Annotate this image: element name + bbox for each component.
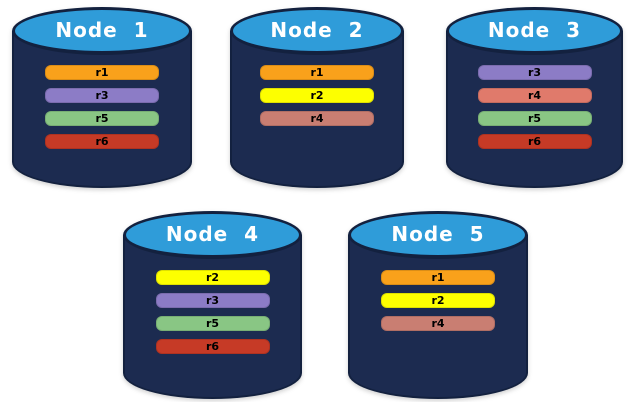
cylinder-body: [12, 31, 192, 188]
cylinder-top: Node 3: [446, 7, 623, 55]
replica-list: r1 r2 r4: [381, 270, 495, 331]
replica-bar-r6: r6: [45, 134, 159, 149]
replica-bar-r2: r2: [381, 293, 495, 308]
replica-bar-r3: r3: [155, 293, 270, 308]
cylinder-top: Node 5: [348, 211, 528, 259]
replica-bar-r2: r2: [260, 88, 374, 103]
replica-bar-r3: r3: [45, 88, 159, 103]
cylinder-body: [230, 31, 404, 188]
replica-bar-r5: r5: [155, 316, 270, 331]
database-node-3: Node 3 r3 r4 r5 r6: [446, 7, 623, 188]
replica-bar-r6: r6: [155, 339, 270, 354]
replica-bar-r1: r1: [45, 65, 159, 80]
replica-bar-r4: r4: [381, 316, 495, 331]
replica-bar-r4: r4: [477, 88, 592, 103]
node-title: Node 4: [165, 221, 260, 246]
replica-list: r2 r3 r5 r6: [155, 270, 270, 354]
database-node-4: Node 4 r2 r3 r5 r6: [123, 211, 302, 399]
node-title: Node 2: [270, 17, 364, 42]
node-title: Node 3: [487, 17, 582, 42]
node-title: Node 5: [391, 221, 485, 246]
replica-list: r3 r4 r5 r6: [477, 65, 592, 149]
cylinder-body: [446, 31, 623, 188]
cylinder-top: Node 2: [230, 7, 404, 55]
replica-bar-r5: r5: [477, 111, 592, 126]
replica-bar-r3: r3: [477, 65, 592, 80]
cylinder-top: Node 1: [12, 7, 192, 55]
replica-bar-r2: r2: [155, 270, 270, 285]
replica-list: r1 r3 r5 r6: [45, 65, 159, 149]
replica-bar-r4: r4: [260, 111, 374, 126]
replica-list: r1 r2 r4: [260, 65, 374, 126]
database-node-5: Node 5 r1 r2 r4: [348, 211, 528, 399]
replica-bar-r1: r1: [381, 270, 495, 285]
node-title: Node 1: [55, 17, 149, 42]
cylinder-top: Node 4: [123, 211, 302, 259]
database-node-1: Node 1 r1 r3 r5 r6: [12, 7, 192, 188]
replica-bar-r1: r1: [260, 65, 374, 80]
replica-bar-r5: r5: [45, 111, 159, 126]
replica-bar-r6: r6: [477, 134, 592, 149]
database-node-2: Node 2 r1 r2 r4: [230, 7, 404, 188]
